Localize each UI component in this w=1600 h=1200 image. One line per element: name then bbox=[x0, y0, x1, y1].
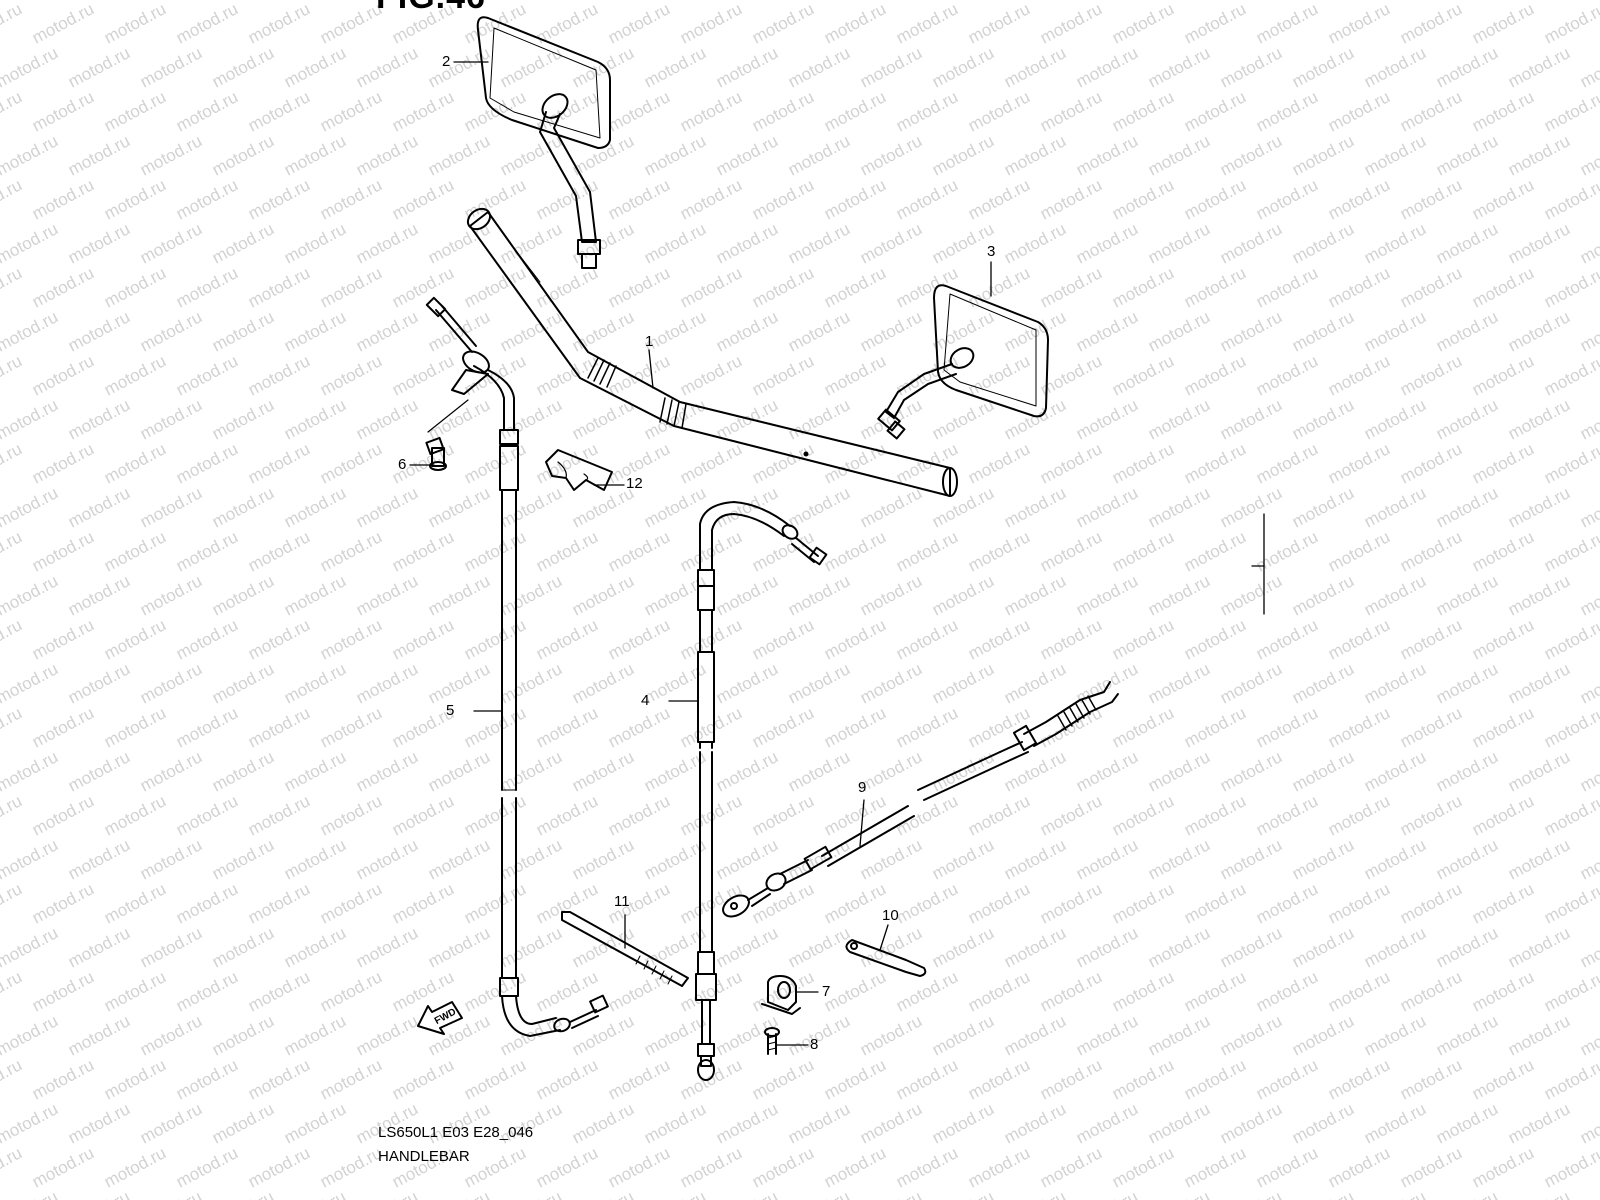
part-number-3: 3 bbox=[987, 243, 996, 260]
leader-lines bbox=[409, 61, 1265, 1046]
screw-part-8[interactable] bbox=[764, 1027, 780, 1055]
part-number-6: 6 bbox=[398, 456, 407, 473]
cable-tie-part[interactable] bbox=[561, 911, 689, 987]
screw-part-6[interactable] bbox=[425, 399, 469, 471]
part-number-11: 11 bbox=[614, 893, 630, 910]
part-number-10: 10 bbox=[882, 907, 899, 924]
figure-title: FIG.46 bbox=[376, 0, 486, 17]
part-number-12: 12 bbox=[626, 475, 643, 492]
figure-name: HANDLEBAR bbox=[378, 1148, 470, 1165]
throttle-cable-right-part[interactable] bbox=[695, 501, 828, 1081]
cable-clamp-part[interactable] bbox=[761, 975, 801, 1015]
guide-clamp-part[interactable] bbox=[845, 939, 927, 977]
handlebar-part[interactable] bbox=[464, 205, 958, 497]
figure-code: LS650L1 E03 E28_046 bbox=[378, 1124, 534, 1141]
part-number-5: 5 bbox=[446, 702, 455, 719]
part-number-2: 2 bbox=[442, 53, 451, 70]
wire-clip-part[interactable] bbox=[545, 449, 613, 491]
part-number-4: 4 bbox=[641, 692, 650, 709]
left-mirror-part[interactable] bbox=[476, 16, 611, 269]
clutch-cable-part[interactable] bbox=[719, 681, 1119, 921]
throttle-cable-left-part[interactable] bbox=[425, 296, 609, 1037]
forward-arrow-icon bbox=[417, 1001, 463, 1035]
watermark-text: motod.ru bbox=[1577, 0, 1600, 4]
right-mirror-part[interactable] bbox=[877, 284, 1049, 440]
part-number-1: 1 bbox=[645, 333, 654, 350]
part-number-7: 7 bbox=[822, 983, 831, 1000]
part-number-8: 8 bbox=[810, 1036, 819, 1053]
part-number-9: 9 bbox=[858, 779, 867, 796]
